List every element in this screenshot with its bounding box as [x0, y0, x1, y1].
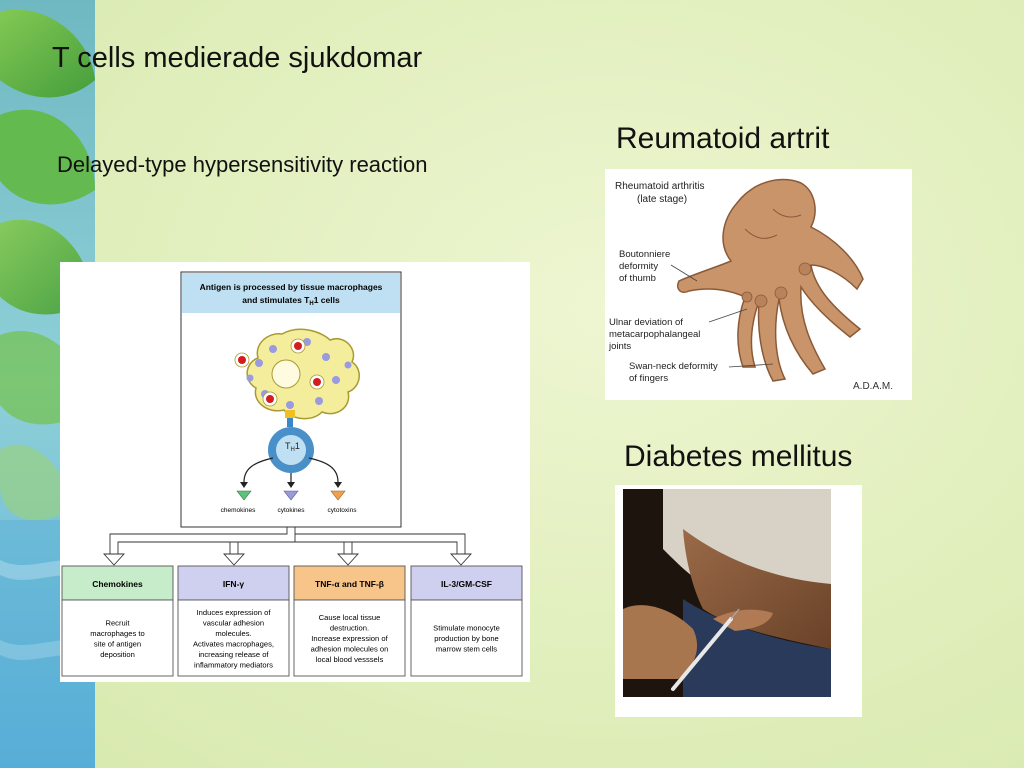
- adam-logo: A.D.A.M.: [853, 381, 893, 392]
- effect-box-body: [410, 599, 523, 677]
- ra-annotation-2-line2: metacarpophalangeal: [609, 329, 700, 340]
- th1-cell-icon: TH1: [268, 427, 314, 473]
- effect-box-text-line: Activates macrophages,: [193, 639, 274, 648]
- dth-diagram: Antigen is processed by tissue macrophag…: [60, 262, 530, 682]
- slide-title: T cells medierade sjukdomar: [52, 42, 423, 74]
- effect-box-text-line: production by bone: [434, 634, 499, 643]
- arrowhead-icon: [287, 482, 295, 488]
- effect-box-title: IL-3/GM-CSF: [441, 579, 492, 589]
- chemokines-marker-icon: [236, 490, 252, 501]
- arrowhead-icon: [102, 553, 126, 566]
- ra-annotation-1-line3: of thumb: [619, 273, 656, 284]
- output-label-cytokines: cytokines: [277, 507, 305, 514]
- effect-box-body: [177, 599, 290, 677]
- effect-box-body: [293, 599, 406, 677]
- dm-label: Diabetes mellitus: [624, 440, 853, 473]
- effect-box-il3-gmcsf: IL-3/GM-CSF Stimulate monocyteproduction …: [410, 565, 523, 677]
- arrowhead-icon: [336, 553, 360, 566]
- ra-annotation-3-leader: [728, 363, 774, 368]
- effect-box-text-line: Induces expression of: [197, 608, 272, 617]
- effect-box-title: IFN-γ: [223, 579, 245, 589]
- cytotoxins-marker-icon: [330, 490, 346, 501]
- effect-box-text-line: Cause local tissue: [319, 613, 381, 622]
- ra-figure: Rheumatoid arthritis (late stage) Bouton…: [605, 169, 912, 400]
- arrowhead-icon: [222, 553, 246, 566]
- branch-connector: [109, 527, 466, 554]
- ra-label: Reumatoid artrit: [616, 122, 830, 155]
- ra-annotation-2-line1: Ulnar deviation of: [609, 317, 683, 328]
- effect-box-text-line: vascular adhesion: [203, 618, 264, 627]
- output-label-cytotoxins: cytotoxins: [328, 507, 358, 514]
- insulin-injection-photo: [623, 489, 831, 697]
- ra-annotation-3-line2: of fingers: [629, 373, 668, 384]
- effect-box-header: [293, 565, 406, 601]
- th1-output-arrows: [243, 457, 339, 483]
- tcr-receptor-icon: [287, 418, 293, 427]
- ra-annotation-1-line1: Boutonniere: [619, 249, 670, 260]
- ra-figure-subtitle: (late stage): [637, 194, 687, 205]
- ra-annotation-1-leader: [670, 264, 698, 282]
- effect-box-text-line: Increase expression of: [311, 634, 388, 643]
- arrowhead-icon: [334, 482, 342, 488]
- effect-box-text-line: deposition: [100, 650, 135, 659]
- ra-annotation-1-line2: deformity: [619, 261, 658, 272]
- effect-box-text-line: site of antigen: [94, 639, 141, 648]
- arrowhead-icon: [449, 553, 473, 566]
- effect-box-text-line: Stimulate monocyte: [433, 624, 500, 633]
- ra-annotation-2-leader: [708, 308, 748, 323]
- arrowhead-icon: [240, 482, 248, 488]
- ra-figure-title: Rheumatoid arthritis: [615, 181, 704, 192]
- th1-cell-label: TH1: [285, 441, 300, 453]
- macrophage-icon: [234, 328, 360, 420]
- effect-box-text-line: macrophages to: [90, 629, 144, 638]
- mhc-receptor-icon: [285, 410, 295, 418]
- effect-box-text-line: destruction.: [330, 624, 369, 633]
- dth-top-box-line2: and stimulates TH1 cells: [242, 295, 340, 307]
- diabetes-photo-frame: [615, 485, 862, 717]
- ra-annotation-3-line1: Swan-neck deformity: [629, 361, 718, 372]
- effect-box-header: [177, 565, 290, 601]
- output-label-chemokines: chemokines: [221, 507, 256, 514]
- effect-box-text-line: molecules.: [215, 629, 251, 638]
- effect-box-header: [61, 565, 174, 601]
- slide-subtitle: Delayed-type hypersensitivity reaction: [57, 152, 428, 177]
- effect-box-title: Chemokines: [92, 579, 143, 589]
- effect-box-text-line: marrow stem cells: [436, 645, 497, 654]
- deformed-hand-illustration: [677, 178, 864, 382]
- effect-box-text-line: adhesion molecules on: [311, 645, 389, 654]
- ra-annotation-2-line3: joints: [608, 341, 631, 352]
- cytokines-marker-icon: [283, 490, 299, 501]
- effect-box-body: [61, 599, 174, 677]
- effect-box-title: TNF-α and TNF-β: [315, 579, 384, 589]
- effect-box-text-line: increasing release of: [198, 650, 269, 659]
- effect-box-text-line: inflammatory mediators: [194, 660, 273, 669]
- effect-box-header: [410, 565, 523, 601]
- effect-box-text-line: local blood vesssels: [316, 655, 384, 664]
- dth-top-box-header: [182, 273, 400, 313]
- dth-top-box-line1: Antigen is processed by tissue macrophag…: [200, 282, 383, 292]
- effect-box-text-line: Recruit: [105, 618, 130, 627]
